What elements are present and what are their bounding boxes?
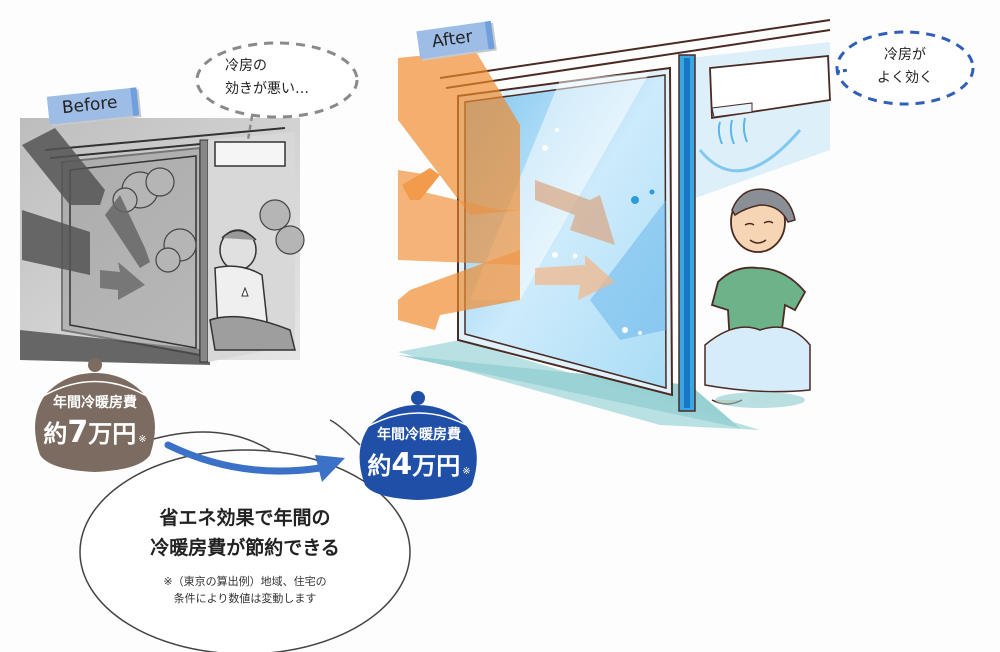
after-scene [398, 19, 831, 430]
before-cost-value: 約7万円※ [30, 414, 160, 450]
after-cost-value: 約4万円※ [355, 446, 483, 482]
after-cost-unit: 万円 [412, 452, 461, 480]
before-bubble-line-2: 効きが悪い… [225, 81, 309, 97]
summary-note-line-1: ※（東京の算出例）地域、住宅の [163, 575, 327, 588]
before-bubble-text: 冷房の 効きが悪い… [205, 55, 350, 101]
summary-note: ※（東京の算出例）地域、住宅の 条件により数値は変動します [100, 573, 390, 607]
savings-arrow [164, 441, 345, 482]
after-cost-note-mark: ※ [462, 466, 471, 477]
heat-reflection-arrows [398, 50, 615, 330]
after-bubble-text: 冷房が よく効く [850, 44, 960, 90]
before-cost-prefix: 約 [43, 420, 68, 448]
before-speech-bubble [195, 41, 359, 119]
after-cost-prefix: 約 [367, 452, 392, 480]
summary-headline-line-1: 省エネ効果で年間の [159, 507, 331, 529]
after-cost-text: 年間冷暖房費 約4万円※ [355, 424, 483, 482]
cool-boy-figure [704, 188, 811, 408]
air-conditioner [698, 55, 831, 173]
summary-note-line-2: 条件により数値は変動します [173, 592, 317, 605]
summary-text: 省エネ効果で年間の 冷暖房費が節約できる ※（東京の算出例）地域、住宅の 条件に… [100, 503, 390, 607]
after-bubble-line-1: 冷房が [884, 47, 926, 63]
summary-headline-line-2: 冷暖房費が節約できる [150, 537, 340, 559]
after-speech-bubble [835, 30, 975, 106]
before-scene [20, 118, 305, 365]
after-cost-label: 年間冷暖房費 [377, 427, 461, 443]
summary-oval [79, 449, 411, 652]
before-cost-amount: 7 [67, 415, 89, 450]
hot-boy-figure [209, 229, 296, 351]
summary-headline: 省エネ効果で年間の 冷暖房費が節約できる [100, 503, 390, 563]
before-cost-note-mark: ※ [138, 434, 147, 445]
after-cost-purse [359, 391, 477, 500]
before-cost-text: 年間冷暖房費 約7万円※ [30, 392, 160, 450]
before-bubble-line-1: 冷房の [225, 58, 267, 74]
before-cost-purse [35, 358, 155, 472]
before-cost-label: 年間冷暖房費 [53, 395, 137, 411]
after-bubble-line-2: よく効く [877, 70, 933, 86]
after-cost-amount: 4 [391, 447, 413, 482]
before-cost-unit: 万円 [88, 420, 137, 448]
